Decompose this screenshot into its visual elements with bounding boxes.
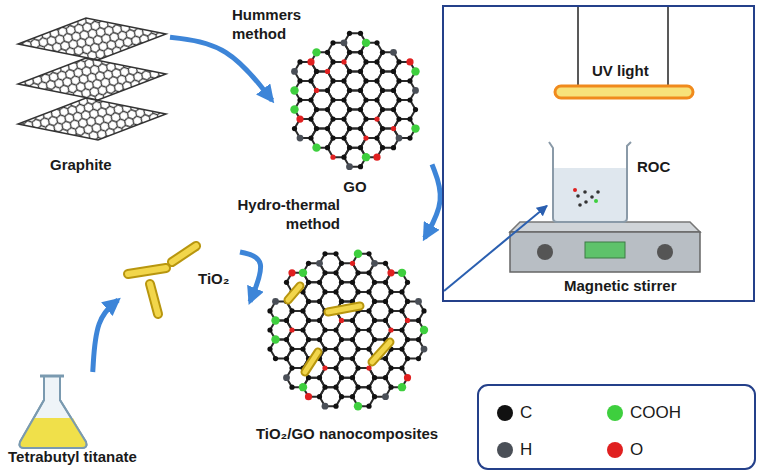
go-sheet: GO	[272, 18, 432, 201]
reactor-beaker: ROC	[547, 142, 632, 227]
legend-text: C	[520, 402, 532, 423]
legend-text: COOH	[630, 402, 681, 423]
text-slot: GO	[343, 178, 366, 197]
node-label: Tetrabutyl titanate	[8, 448, 137, 467]
composite-sheet: TiO₂/GO nanocomposites	[250, 238, 444, 450]
legend-swatch	[607, 405, 623, 421]
legend-frame	[478, 385, 755, 469]
precursor-flask: Tetrabutyl titanate	[5, 372, 200, 471]
process-arrow	[170, 37, 272, 100]
node-label: TiO₂	[198, 270, 229, 289]
tio2-rods	[288, 286, 390, 372]
pointer-arrow	[444, 206, 547, 291]
uv-lamp	[555, 7, 693, 98]
graphite-layers	[18, 18, 166, 140]
text-slot: Tetrabutyl titanate	[8, 448, 137, 467]
process-arrow	[93, 300, 118, 372]
process-arrow	[425, 164, 441, 238]
go-sheet-lattice	[290, 31, 419, 170]
method-label: Hummers method	[232, 6, 312, 44]
legend-swatch	[497, 442, 513, 458]
tio2-rods	[128, 246, 196, 314]
node-label: ROC	[637, 158, 670, 177]
tio2-rods: TiO₂	[118, 240, 240, 320]
node-label: Graphite	[50, 156, 112, 175]
process-arrow	[240, 252, 261, 302]
text-slot: UV light	[592, 62, 649, 81]
text-slot: Magnetic stirrer	[564, 277, 677, 296]
text-slot: TiO₂/GO nanocomposites	[256, 425, 438, 444]
node-label: Magnetic stirrer	[564, 277, 677, 296]
magnetic-stirrer	[510, 222, 700, 272]
photoreactor-panel: UV lightMagnetic stirrer ROC	[442, 5, 755, 302]
text-slot: Graphite	[50, 156, 112, 175]
node-label: UV light	[592, 62, 649, 81]
legend-text: H	[520, 439, 532, 460]
node-label: GO	[343, 178, 366, 197]
beaker	[549, 142, 631, 222]
legend-text: O	[630, 439, 643, 460]
node-label: TiO₂/GO nanocomposites	[256, 425, 438, 444]
method-label: Hydro-thermal method	[226, 196, 340, 234]
legend-swatch	[607, 442, 623, 458]
composite-sheet-lattice	[267, 250, 428, 411]
graphite-figure: Graphite	[15, 8, 170, 180]
legend-swatch	[497, 405, 513, 421]
label-slot: Hummers method	[232, 6, 312, 44]
label-slot: Hydro-thermal method	[226, 196, 340, 234]
erlenmeyer-flask	[20, 376, 87, 448]
text-slot: ROC	[637, 158, 670, 177]
text-slot: TiO₂	[198, 270, 229, 289]
